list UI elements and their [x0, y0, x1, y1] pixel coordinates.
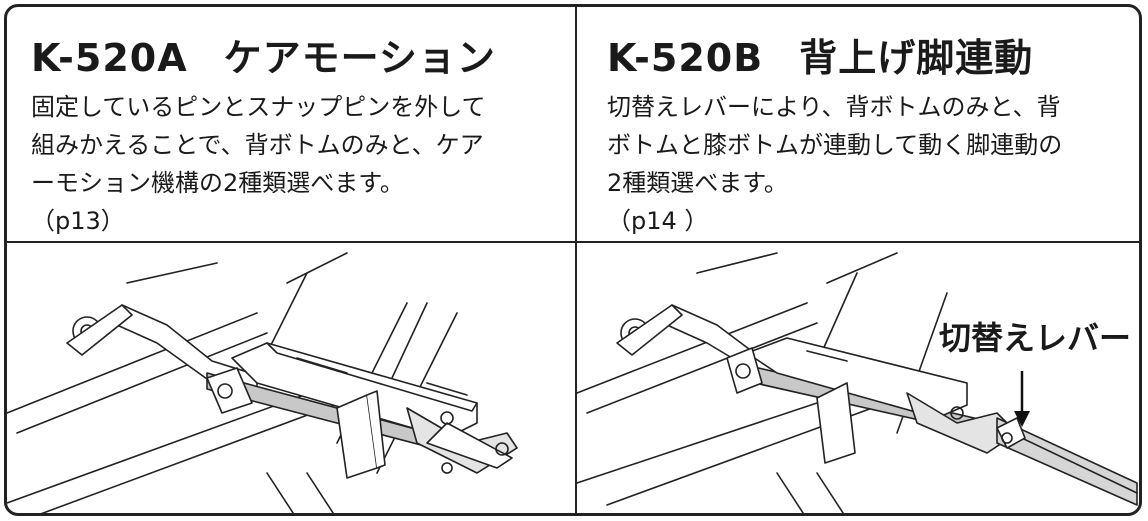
left-page-ref: （p13）: [31, 207, 125, 235]
right-title: K-520B 背上げ脚連動: [607, 27, 1125, 82]
left-description-cell: K-520A ケアモーション 固定しているピンとスナップピンを外して 組みかえるこ…: [7, 7, 575, 241]
care-motion-mechanism-drawing: [7, 252, 518, 513]
left-description: 固定しているピンとスナップピンを外して 組みかえることで、背ボトムのみと、ケア …: [31, 88, 555, 240]
right-feature: 背上げ脚連動: [799, 36, 1034, 80]
right-line-3: 2種類選べます。: [607, 169, 788, 197]
vertical-divider: [575, 7, 577, 513]
arrow-down-icon: [1014, 371, 1030, 427]
right-line-2: ボトムと膝ボトムが連動して動く脚連動の: [607, 131, 1063, 159]
right-page-ref: （p14 ）: [607, 207, 709, 235]
horizontal-divider: [7, 241, 1139, 243]
left-title: K-520A ケアモーション: [31, 27, 555, 82]
page-frame: K-520A ケアモーション 固定しているピンとスナップピンを外して 組みかえるこ…: [4, 4, 1142, 516]
right-line-1: 切替えレバーにより、背ボトムのみと、背: [607, 93, 1061, 121]
left-mechanism-illustration: [7, 243, 575, 513]
left-line-1: 固定しているピンとスナップピンを外して: [31, 93, 486, 121]
left-model: K-520A: [31, 36, 188, 80]
leg-link-mechanism-drawing: [577, 252, 1138, 513]
right-description: 切替えレバーにより、背ボトムのみと、背 ボトムと膝ボトムが連動して動く脚連動の …: [607, 88, 1125, 240]
lever-callout-label: 切替えレバー: [939, 319, 1132, 357]
right-model: K-520B: [607, 36, 764, 80]
right-mechanism-illustration: 切替えレバー: [577, 243, 1139, 513]
left-line-3: ーモション機構の2種類選べます。: [31, 169, 404, 197]
left-line-2: 組みかえることで、背ボトムのみと、ケア: [31, 131, 484, 159]
left-feature: ケアモーション: [223, 36, 496, 80]
right-description-cell: K-520B 背上げ脚連動 切替えレバーにより、背ボトムのみと、背 ボトムと膝ボト…: [577, 7, 1139, 241]
